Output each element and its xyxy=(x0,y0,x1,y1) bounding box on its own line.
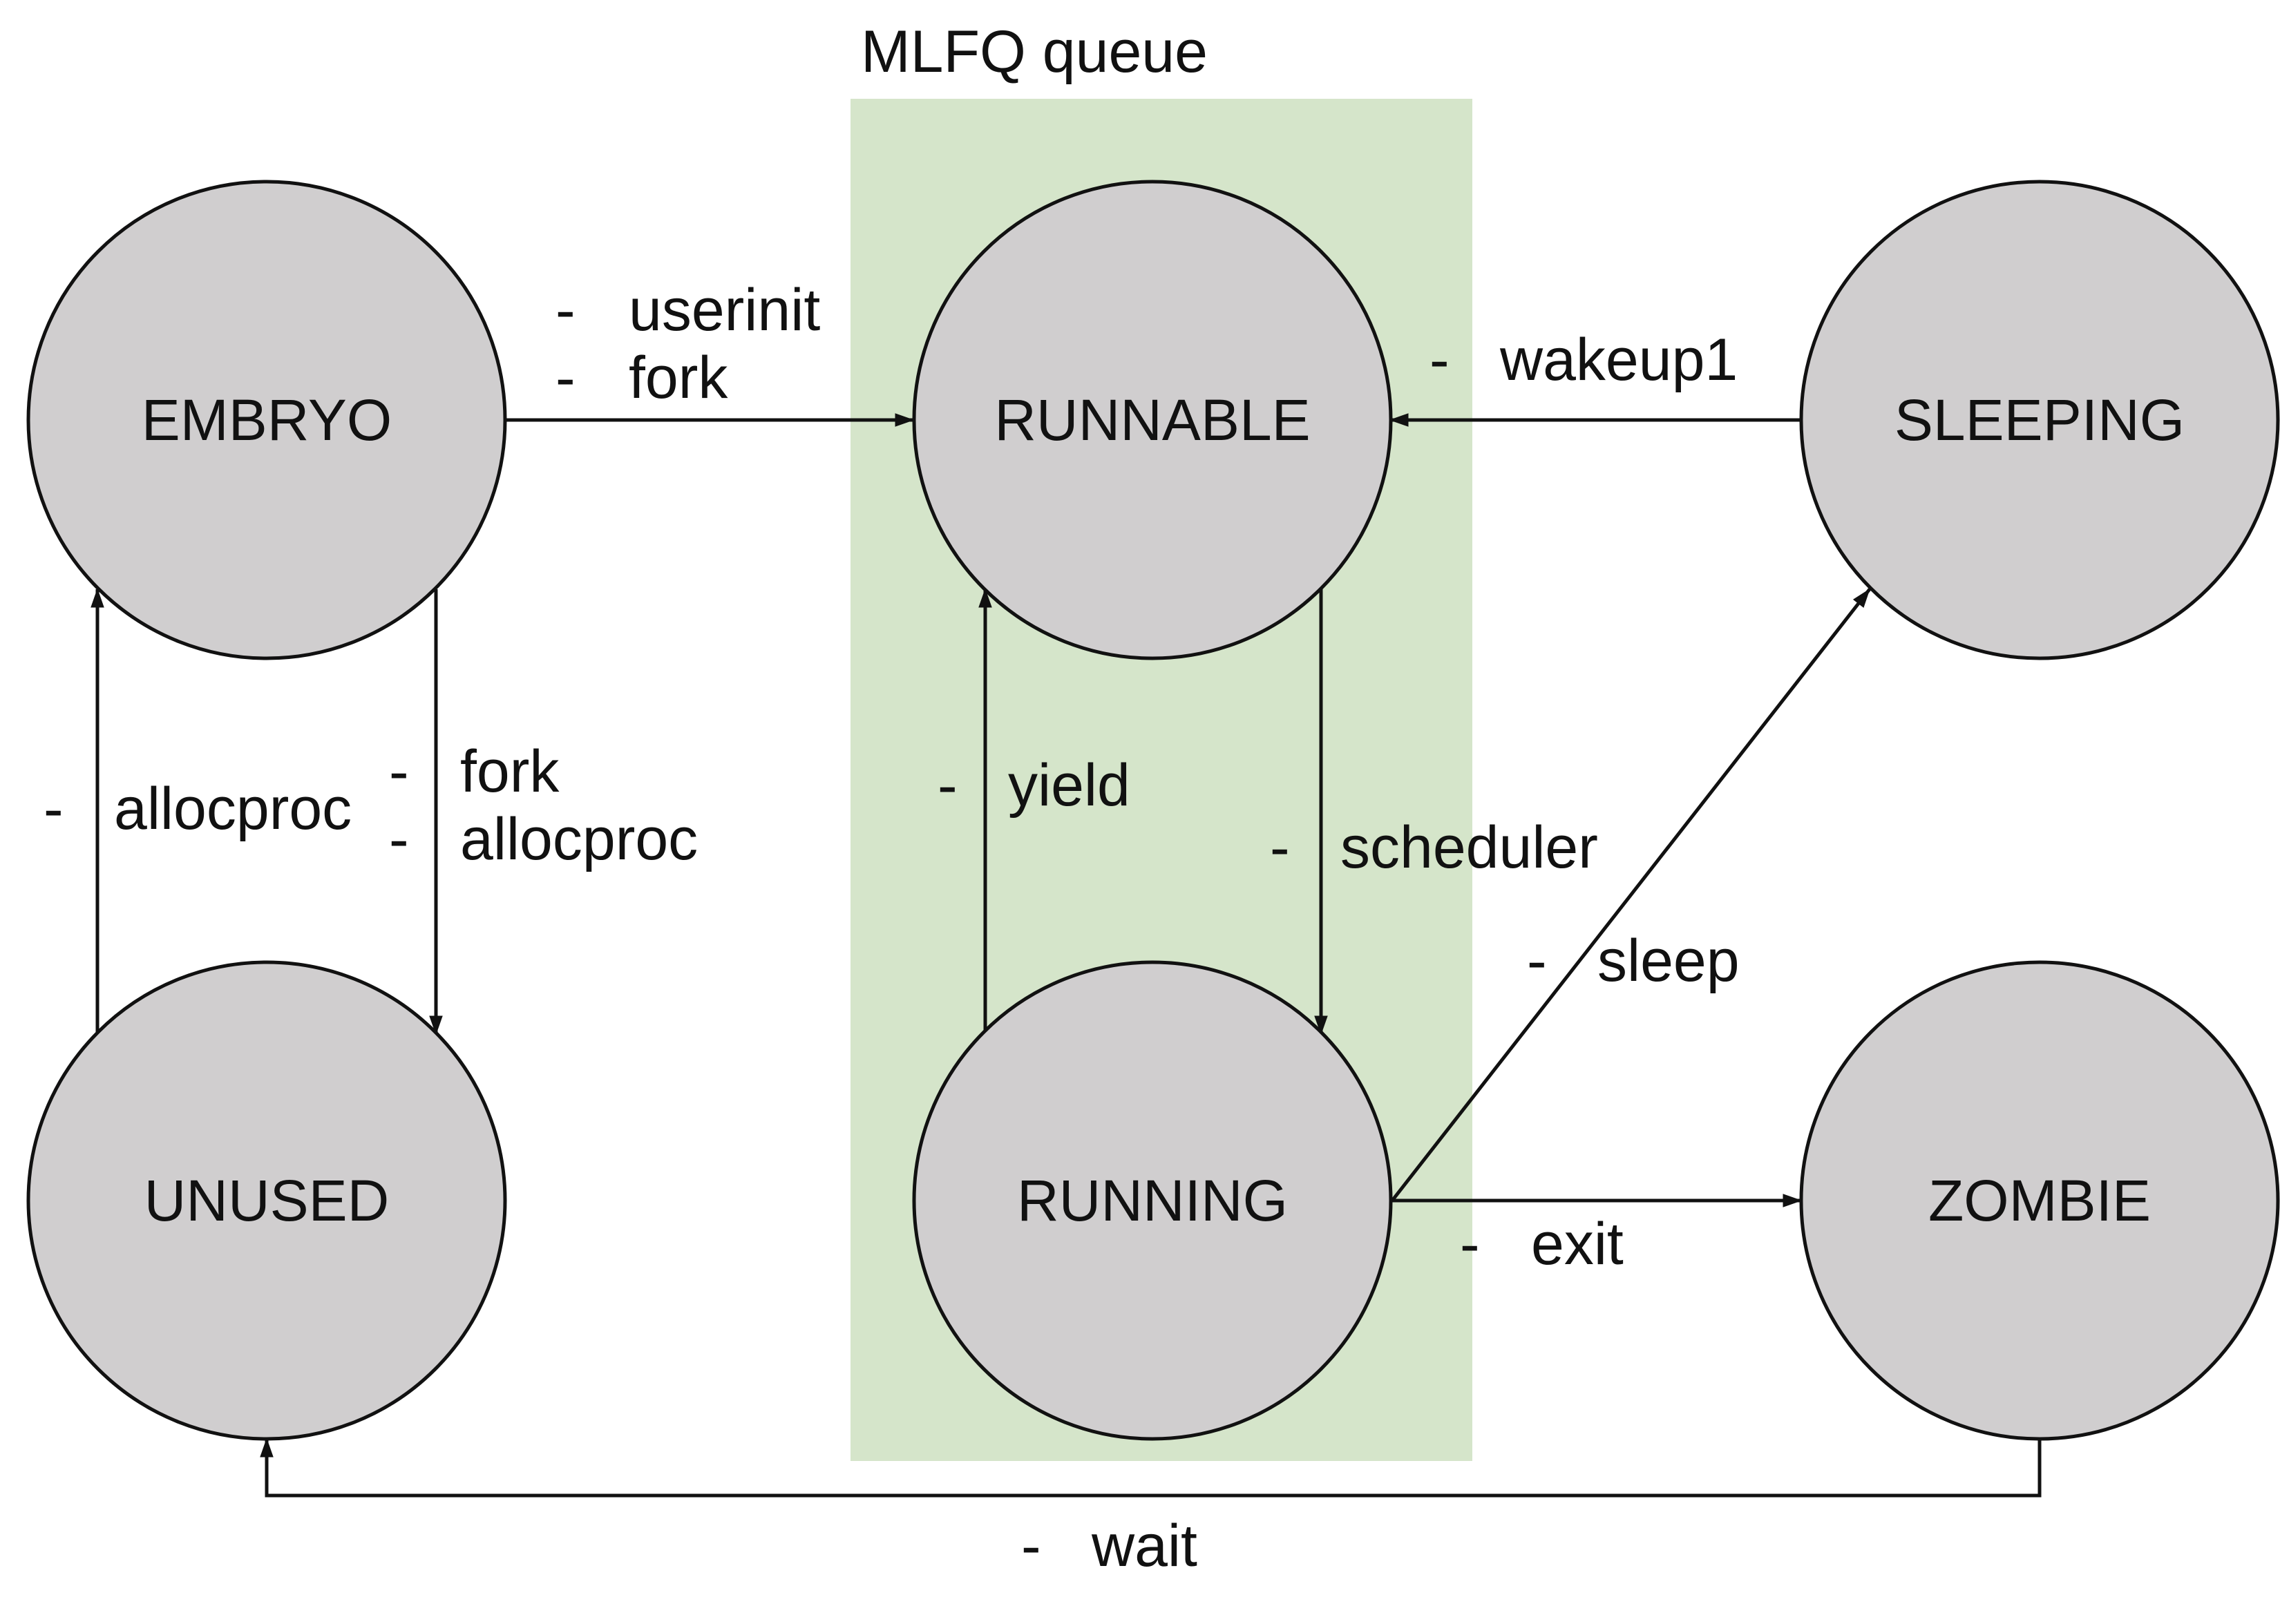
edge-zombie-to-unused xyxy=(260,1437,2042,1498)
state-unused: UNUSED xyxy=(26,960,507,1441)
label-embryo-to-unused: - fork - allocproc xyxy=(389,738,698,872)
mlfq-queue-title: MLFQ queue xyxy=(861,19,1208,85)
label-fork: fork xyxy=(460,738,560,805)
state-sleeping-node xyxy=(1799,180,2280,660)
label-bullet: - xyxy=(1460,1211,1480,1277)
states: EMBRYO RUNNABLE SLEEPING UNUSED RUNNING … xyxy=(26,180,2280,1441)
label-running-to-runnable: - yield xyxy=(938,752,1130,819)
label-bullet: - xyxy=(389,806,409,872)
label-scheduler: scheduler xyxy=(1340,814,1598,881)
label-bullet: - xyxy=(555,277,576,343)
label-userinit: userinit xyxy=(629,277,820,343)
state-zombie: ZOMBIE xyxy=(1799,960,2280,1441)
state-unused-label: UNUSED xyxy=(144,1168,390,1233)
label-sleep: sleep xyxy=(1597,928,1740,994)
label-zombie-to-unused: - wait xyxy=(1021,1513,1197,1579)
label-bullet: - xyxy=(1021,1513,1041,1579)
label-yield: yield xyxy=(1008,752,1130,819)
label-allocproc: allocproc xyxy=(460,806,698,872)
state-embryo-label: EMBRYO xyxy=(142,388,392,452)
label-bullet: - xyxy=(555,345,576,411)
label-running-to-zombie: - exit xyxy=(1460,1211,1624,1277)
state-unused-node xyxy=(26,960,507,1441)
state-running-node xyxy=(912,960,1393,1441)
label-bullet: - xyxy=(1429,327,1450,393)
edges xyxy=(91,413,2042,1498)
label-fork: fork xyxy=(629,345,728,411)
state-zombie-label: ZOMBIE xyxy=(1928,1168,2151,1233)
label-running-to-sleeping: - sleep xyxy=(1527,928,1740,994)
state-runnable-label: RUNNABLE xyxy=(994,388,1310,452)
label-runnable-to-running: - scheduler xyxy=(1270,814,1598,881)
state-zombie-node xyxy=(1799,960,2280,1441)
label-embryo-to-runnable: - userinit - fork xyxy=(555,277,820,411)
state-embryo: EMBRYO xyxy=(26,180,507,660)
state-sleeping-label: SLEEPING xyxy=(1894,388,2185,452)
label-unused-to-embryo: - allocproc xyxy=(44,776,352,842)
label-bullet: - xyxy=(1527,928,1547,994)
label-sleeping-to-runnable: - wakeup1 xyxy=(1429,327,1738,393)
state-running-label: RUNNING xyxy=(1017,1168,1288,1233)
label-exit: exit xyxy=(1531,1211,1624,1277)
edge-running-to-sleeping xyxy=(1391,588,1871,1202)
label-allocproc: allocproc xyxy=(114,776,352,842)
state-sleeping: SLEEPING xyxy=(1799,180,2280,660)
edge-labels: - userinit - fork - wakeup1 - allocproc … xyxy=(44,277,1740,1579)
label-bullet: - xyxy=(44,776,64,842)
state-runnable: RUNNABLE xyxy=(912,180,1393,660)
state-running: RUNNING xyxy=(912,960,1393,1441)
label-bullet: - xyxy=(1270,814,1290,881)
label-wakeup1: wakeup1 xyxy=(1499,327,1738,393)
label-wait: wait xyxy=(1091,1513,1197,1579)
state-runnable-node xyxy=(912,180,1393,660)
state-embryo-node xyxy=(26,180,507,660)
label-bullet: - xyxy=(389,738,409,805)
label-bullet: - xyxy=(938,752,958,819)
